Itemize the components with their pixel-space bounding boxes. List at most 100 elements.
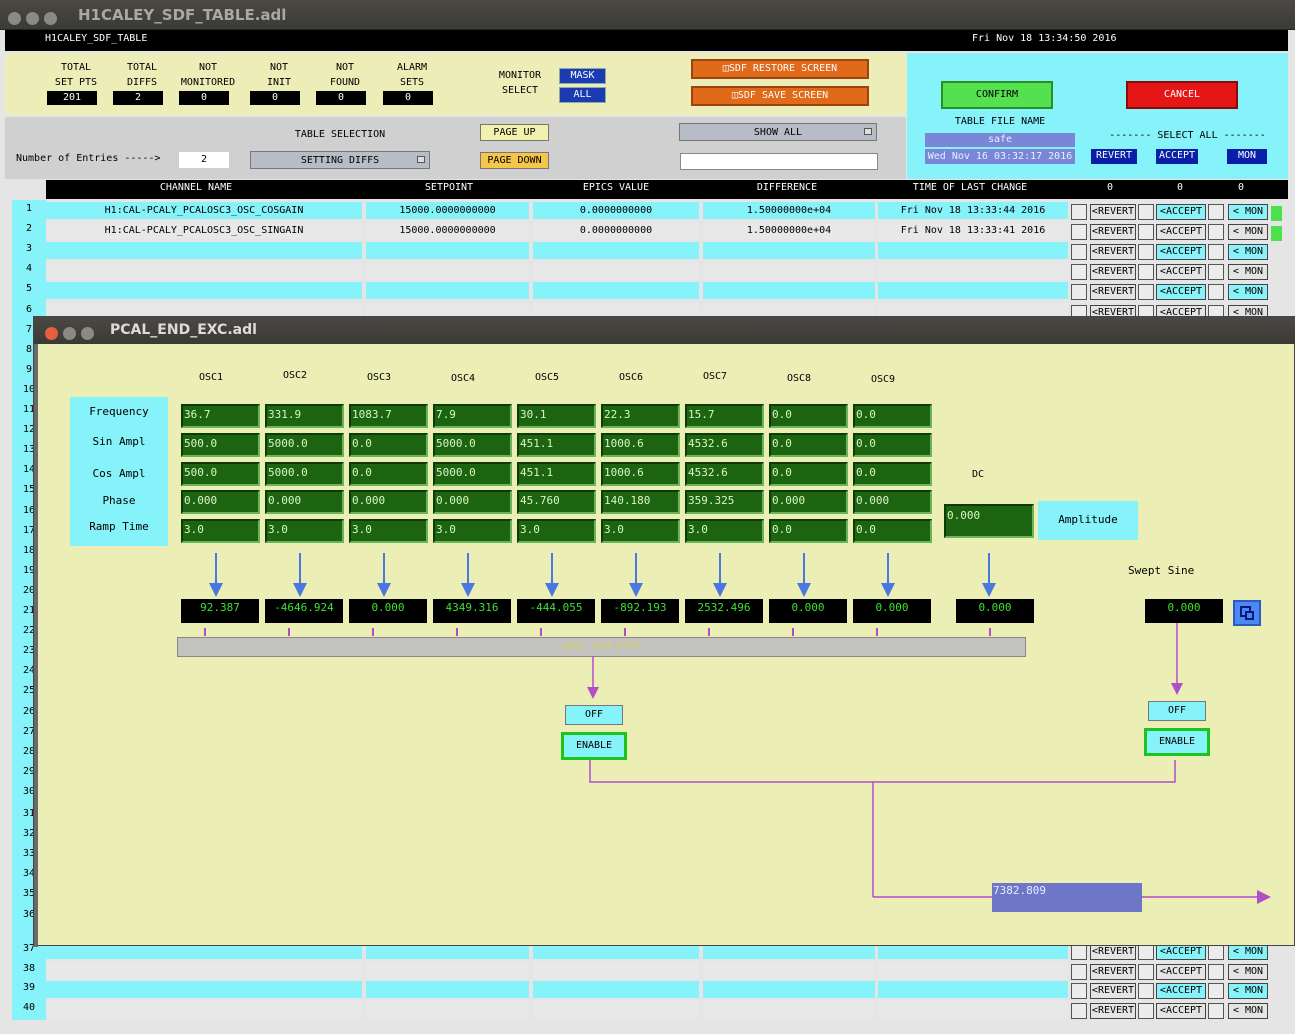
row-revert-button[interactable]: <REVERT: [1090, 204, 1136, 220]
row-accept-button[interactable]: <ACCEPT: [1156, 983, 1206, 999]
osc-param-input[interactable]: 0.0: [853, 404, 932, 428]
row-checkbox[interactable]: [1208, 244, 1224, 260]
osc-param-input[interactable]: 1083.7: [349, 404, 428, 428]
row-mon-button[interactable]: < MON: [1228, 1003, 1268, 1019]
osc-param-input[interactable]: 3.0: [349, 519, 428, 543]
osc-param-input[interactable]: 0.0: [349, 462, 428, 486]
row-accept-button[interactable]: <ACCEPT: [1156, 224, 1206, 240]
osc-param-input[interactable]: 3.0: [181, 519, 260, 543]
row-checkbox[interactable]: [1138, 284, 1154, 300]
row-checkbox[interactable]: [1208, 284, 1224, 300]
osc-param-input[interactable]: 5000.0: [433, 433, 512, 457]
dc-input[interactable]: 0.000: [944, 504, 1034, 538]
osc-param-input[interactable]: 500.0: [181, 462, 260, 486]
row-checkbox[interactable]: [1071, 224, 1087, 240]
swept-enable-button[interactable]: ENABLE: [1144, 728, 1210, 756]
sum-enable-button[interactable]: ENABLE: [561, 732, 627, 760]
osc-param-input[interactable]: 5000.0: [265, 433, 344, 457]
row-checkbox[interactable]: [1208, 224, 1224, 240]
osc-param-input[interactable]: 0.000: [853, 490, 932, 514]
row-revert-button[interactable]: <REVERT: [1090, 244, 1136, 260]
row-mon-button[interactable]: < MON: [1228, 284, 1268, 300]
osc-param-input[interactable]: 0.0: [769, 462, 848, 486]
close-icon[interactable]: [8, 12, 21, 25]
osc-param-input[interactable]: 331.9: [265, 404, 344, 428]
row-accept-button[interactable]: <ACCEPT: [1156, 204, 1206, 220]
row-revert-button[interactable]: <REVERT: [1090, 964, 1136, 980]
osc-param-input[interactable]: 3.0: [433, 519, 512, 543]
osc-param-input[interactable]: 0.0: [769, 433, 848, 457]
osc-param-input[interactable]: 3.0: [265, 519, 344, 543]
osc-param-input[interactable]: 451.1: [517, 433, 596, 457]
mask-button[interactable]: MASK: [559, 68, 606, 84]
row-checkbox[interactable]: [1138, 983, 1154, 999]
osc-param-input[interactable]: 0.000: [769, 490, 848, 514]
osc-param-input[interactable]: 0.0: [853, 462, 932, 486]
page-down-button[interactable]: PAGE DOWN: [480, 152, 549, 169]
osc-param-input[interactable]: 0.000: [265, 490, 344, 514]
osc-param-input[interactable]: 451.1: [517, 462, 596, 486]
filter-input[interactable]: [680, 153, 878, 170]
all-button[interactable]: ALL: [559, 87, 606, 103]
maximize-icon[interactable]: [81, 327, 94, 340]
row-mon-button[interactable]: < MON: [1228, 983, 1268, 999]
row-checkbox[interactable]: [1138, 264, 1154, 280]
select-all-revert[interactable]: REVERT: [1091, 149, 1137, 164]
osc-param-input[interactable]: 4532.6: [685, 462, 764, 486]
osc-param-input[interactable]: 45.760: [517, 490, 596, 514]
row-accept-button[interactable]: <ACCEPT: [1156, 1003, 1206, 1019]
row-accept-button[interactable]: <ACCEPT: [1156, 964, 1206, 980]
row-checkbox[interactable]: [1138, 1003, 1154, 1019]
osc-param-input[interactable]: 0.000: [433, 490, 512, 514]
row-checkbox[interactable]: [1138, 224, 1154, 240]
row-revert-button[interactable]: <REVERT: [1090, 224, 1136, 240]
row-mon-button[interactable]: < MON: [1228, 264, 1268, 280]
row-mon-button[interactable]: < MON: [1228, 244, 1268, 260]
row-checkbox[interactable]: [1138, 964, 1154, 980]
osc-param-input[interactable]: 22.3: [601, 404, 680, 428]
row-revert-button[interactable]: <REVERT: [1090, 983, 1136, 999]
osc-param-input[interactable]: 0.000: [349, 490, 428, 514]
row-revert-button[interactable]: <REVERT: [1090, 284, 1136, 300]
row-mon-button[interactable]: < MON: [1228, 204, 1268, 220]
osc-param-input[interactable]: 3.0: [601, 519, 680, 543]
osc-param-input[interactable]: 0.000: [181, 490, 260, 514]
sum-off-button[interactable]: OFF: [565, 705, 623, 725]
osc-param-input[interactable]: 140.180: [601, 490, 680, 514]
maximize-icon[interactable]: [44, 12, 57, 25]
osc-param-input[interactable]: 36.7: [181, 404, 260, 428]
osc-param-input[interactable]: 3.0: [517, 519, 596, 543]
row-revert-button[interactable]: <REVERT: [1090, 1003, 1136, 1019]
cancel-button[interactable]: CANCEL: [1126, 81, 1238, 109]
related-display-button[interactable]: [1233, 600, 1261, 626]
osc-param-input[interactable]: 0.0: [853, 519, 932, 543]
row-checkbox[interactable]: [1071, 1003, 1087, 1019]
row-accept-button[interactable]: <ACCEPT: [1156, 944, 1206, 960]
osc-param-input[interactable]: 7.9: [433, 404, 512, 428]
osc-sum-matrix-button[interactable]: ◫OSC_SUM_MTRX: [177, 637, 1026, 657]
page-up-button[interactable]: PAGE UP: [480, 124, 549, 141]
show-all-menu[interactable]: SHOW ALL: [679, 123, 877, 141]
osc-param-input[interactable]: 359.325: [685, 490, 764, 514]
osc-param-input[interactable]: 5000.0: [433, 462, 512, 486]
row-checkbox[interactable]: [1138, 244, 1154, 260]
osc-param-input[interactable]: 0.0: [349, 433, 428, 457]
row-checkbox[interactable]: [1208, 204, 1224, 220]
osc-param-input[interactable]: 30.1: [517, 404, 596, 428]
row-checkbox[interactable]: [1071, 944, 1087, 960]
minimize-icon[interactable]: [26, 12, 39, 25]
osc-param-input[interactable]: 4532.6: [685, 433, 764, 457]
row-checkbox[interactable]: [1138, 944, 1154, 960]
sdf-restore-button[interactable]: ◫SDF RESTORE SCREEN: [691, 59, 869, 79]
minimize-icon[interactable]: [63, 327, 76, 340]
osc-param-input[interactable]: 1000.6: [601, 462, 680, 486]
osc-param-input[interactable]: 500.0: [181, 433, 260, 457]
table-selection-menu[interactable]: SETTING DIFFS: [250, 151, 430, 169]
row-revert-button[interactable]: <REVERT: [1090, 264, 1136, 280]
row-mon-button[interactable]: < MON: [1228, 964, 1268, 980]
row-checkbox[interactable]: [1208, 1003, 1224, 1019]
row-accept-button[interactable]: <ACCEPT: [1156, 244, 1206, 260]
osc-param-input[interactable]: 15.7: [685, 404, 764, 428]
sdf-save-button[interactable]: ◫SDF SAVE SCREEN: [691, 86, 869, 106]
row-checkbox[interactable]: [1071, 964, 1087, 980]
